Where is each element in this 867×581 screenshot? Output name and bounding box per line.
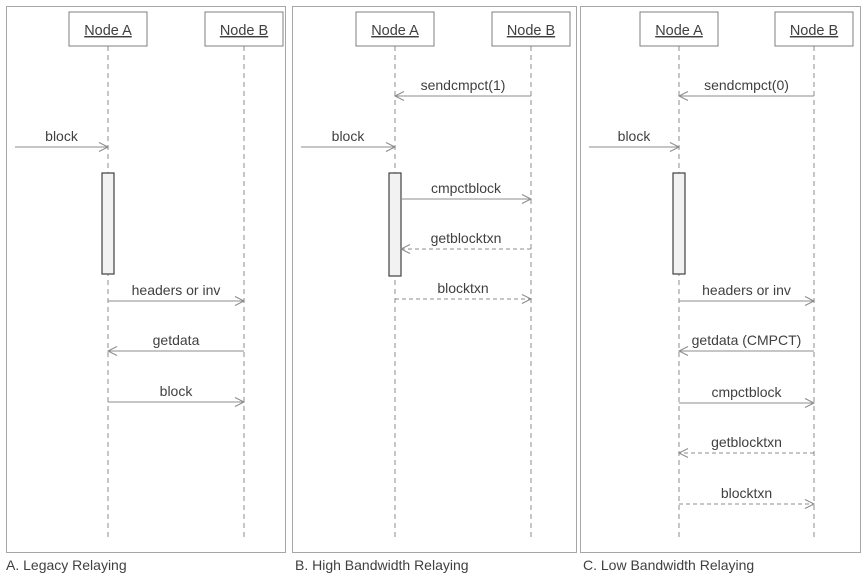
message: headers or inv (679, 282, 816, 306)
arrowhead-icon (106, 346, 118, 356)
arrowhead-icon (677, 448, 689, 458)
message-label: getdata (153, 332, 200, 348)
message: block (108, 383, 246, 407)
actor-box (774, 11, 854, 47)
message-label: cmpctblock (431, 180, 502, 196)
message-label: cmpctblock (711, 384, 782, 400)
message-label: block (332, 128, 366, 144)
actor-label: Node A (371, 23, 419, 39)
message: block (15, 128, 110, 152)
message: headers or inv (108, 282, 246, 306)
activation-bar (388, 172, 402, 277)
actor-box (491, 11, 571, 47)
arrowhead-icon (804, 398, 816, 408)
sequence-diagram-svg: Node A Node B sendcmpct(1) block cmpctblock g… (301, 11, 571, 541)
arrowhead-icon (677, 346, 689, 356)
message: block (301, 128, 397, 152)
arrowhead-icon (804, 499, 816, 509)
message: sendcmpct(1) (393, 77, 531, 101)
actor-box (204, 11, 284, 47)
actor-label: Node B (507, 23, 555, 39)
sequence-diagram-svg: Node A Node B sendcmpct(0) block headers or … (589, 11, 854, 541)
message-label: block (160, 383, 194, 399)
message-label: headers or inv (132, 282, 221, 298)
actor-box (355, 11, 435, 47)
arrowhead-icon (393, 91, 405, 101)
actor-label: Node B (220, 23, 268, 39)
message: blocktxn (395, 280, 533, 304)
message: cmpctblock (401, 180, 533, 204)
caption-legacy-relaying: A. Legacy Relaying (6, 557, 127, 573)
message-label: headers or inv (702, 282, 791, 298)
arrowhead-icon (521, 194, 533, 204)
message: block (589, 128, 681, 152)
arrowhead-icon (804, 296, 816, 306)
message-label: blocktxn (437, 280, 488, 296)
message-label: sendcmpct(1) (421, 77, 506, 93)
actor-label: Node A (84, 23, 132, 39)
message-label: sendcmpct(0) (704, 77, 789, 93)
message-label: getblocktxn (431, 230, 502, 246)
message: getblocktxn (677, 434, 814, 458)
panel-legacy-relaying: Node A Node B block headers or inv getdata bl… (6, 6, 286, 553)
message: blocktxn (679, 485, 816, 509)
message: getdata (CMPCT) (677, 332, 814, 356)
sequence-diagram-svg: Node A Node B block headers or inv getdata bl… (15, 11, 284, 541)
arrowhead-icon (234, 296, 246, 306)
activation-bar (672, 172, 686, 275)
caption-low-bandwidth-relaying: C. Low Bandwidth Relaying (583, 557, 755, 573)
message: sendcmpct(0) (677, 77, 814, 101)
panel-high-bandwidth-relaying: Node A Node B sendcmpct(1) block cmpctblock g… (292, 6, 577, 553)
arrowhead-icon (234, 397, 246, 407)
message: getdata (106, 332, 244, 356)
arrowhead-icon (669, 142, 681, 152)
message-label: block (618, 128, 652, 144)
actor-box (639, 11, 719, 47)
arrowhead-icon (385, 142, 397, 152)
actor-box (68, 11, 148, 47)
arrowhead-icon (98, 142, 110, 152)
actor-label: Node A (655, 23, 703, 39)
arrowhead-icon (399, 244, 411, 254)
panel-low-bandwidth-relaying: Node A Node B sendcmpct(0) block headers or … (580, 6, 861, 553)
message: getblocktxn (399, 230, 531, 254)
arrowhead-icon (521, 294, 533, 304)
message: cmpctblock (679, 384, 816, 408)
actor-label: Node B (790, 23, 838, 39)
activation-bar (101, 172, 115, 275)
message-label: block (45, 128, 79, 144)
caption-high-bandwidth-relaying: B. High Bandwidth Relaying (295, 557, 469, 573)
message-label: blocktxn (721, 485, 772, 501)
message-label: getdata (CMPCT) (692, 332, 802, 348)
arrowhead-icon (677, 91, 689, 101)
message-label: getblocktxn (711, 434, 782, 450)
